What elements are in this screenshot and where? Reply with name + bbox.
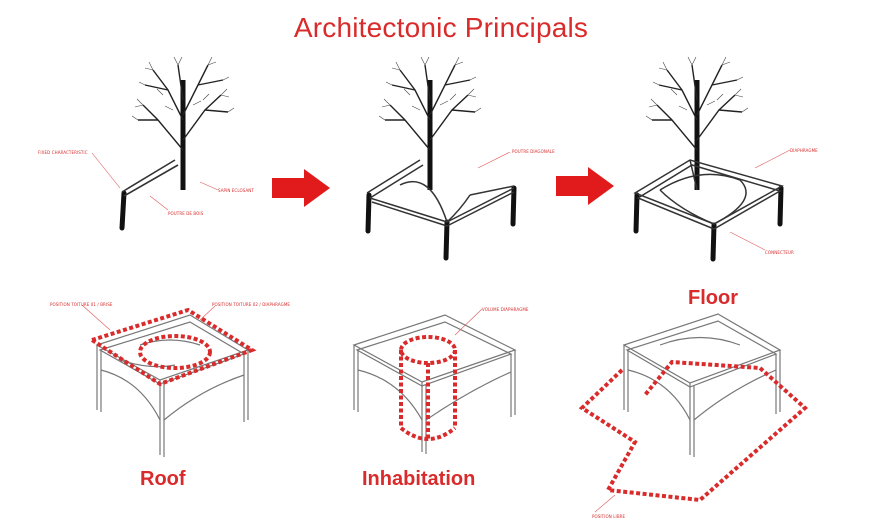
arrow-right-icon xyxy=(272,169,330,207)
bottom-panel-inhabitation xyxy=(352,314,517,454)
page-title: Architectonic Principals xyxy=(293,12,589,43)
label-floor: Floor xyxy=(688,287,738,309)
tree-icon xyxy=(379,57,481,190)
arrow-right-icon xyxy=(556,167,614,205)
bottom-panel-floor xyxy=(622,313,782,457)
label-inhabitation: Inhabitation xyxy=(362,468,476,490)
annotation: POSITION TOITURE 02 / DIAPHRAGME xyxy=(212,302,290,307)
label-roof: Roof xyxy=(140,468,186,490)
annotation: VOLUME DIAPHRAGME xyxy=(482,307,529,312)
bottom-panel-roof xyxy=(95,314,250,457)
top-panel-2 xyxy=(365,57,517,261)
annotation: CONNECTEUR xyxy=(765,250,794,255)
tree-icon xyxy=(646,57,748,190)
inhabitation-highlight xyxy=(399,335,457,441)
annotation: POSITION TOITURE 01 / BRISE xyxy=(50,302,113,307)
top-panel-3 xyxy=(633,57,791,262)
annotation: SAPIN ECLOSANT xyxy=(218,188,254,193)
annotation: POSITION LIBRE xyxy=(592,514,626,519)
top-panel-1 xyxy=(91,57,234,231)
tree-icon xyxy=(132,57,234,190)
annotation: DIAPHRAGME xyxy=(790,148,818,153)
annotation: POUTRE DE BOIS xyxy=(168,211,204,216)
roof-highlight xyxy=(87,307,257,387)
annotation: POUTRE DIAGONALE xyxy=(512,149,555,154)
annotation: FIXED CHARACTERISTIC xyxy=(38,150,88,155)
